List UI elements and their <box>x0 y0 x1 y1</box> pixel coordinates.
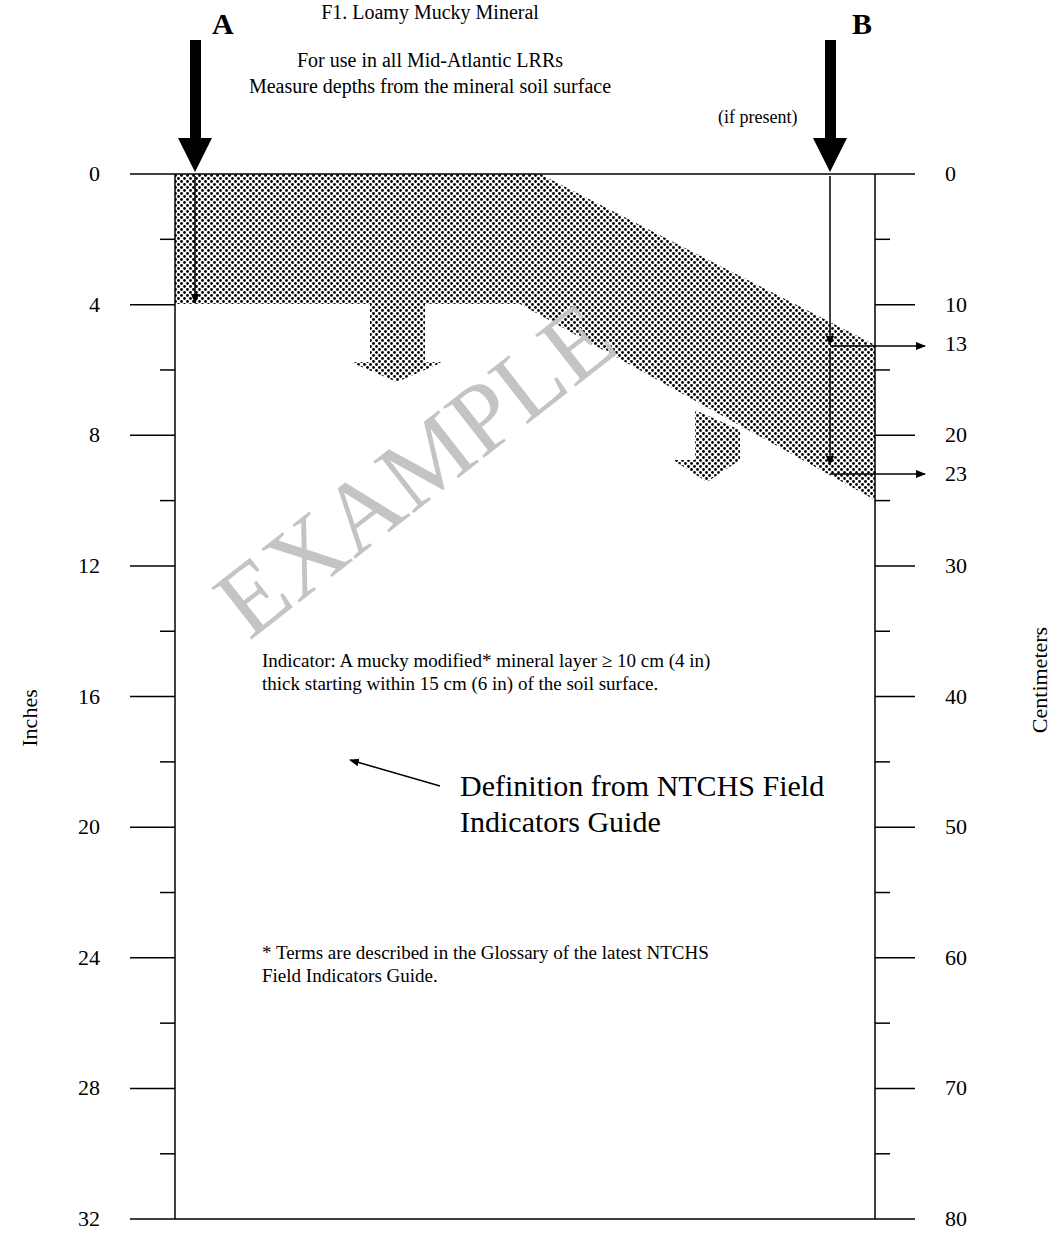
axis-value: 70 <box>945 1075 967 1101</box>
block-arrow <box>350 304 443 382</box>
axis-value: 60 <box>945 945 967 971</box>
axis-value: 32 <box>40 1206 100 1232</box>
axis-tick <box>875 761 890 763</box>
axis-tick <box>875 565 915 567</box>
axis-value: 30 <box>945 553 967 579</box>
axis-title: Inches <box>17 689 43 746</box>
axis-tick <box>875 435 915 437</box>
axis-tick <box>875 892 890 894</box>
axis-value: 8 <box>40 422 100 448</box>
axis-tick <box>130 435 175 437</box>
axis-value: 24 <box>40 945 100 971</box>
axis-tick <box>875 630 890 632</box>
axis-value: 0 <box>945 161 956 187</box>
axis-value: 12 <box>40 553 100 579</box>
axis-tick <box>875 239 890 241</box>
axis-value: 4 <box>40 291 100 317</box>
axis-tick <box>130 826 175 828</box>
axis-tick <box>875 369 890 371</box>
axis-tick <box>160 369 175 371</box>
note: (if present) <box>718 107 797 129</box>
axis-value: 0 <box>40 161 100 187</box>
axis-value: 40 <box>945 683 967 709</box>
axis-value: 23 <box>945 461 967 487</box>
axis-value: 20 <box>945 422 967 448</box>
axis-tick <box>875 696 915 698</box>
axis-tick <box>875 826 915 828</box>
callout-note: Definition from NTCHS Field Indicators G… <box>460 768 850 840</box>
axis-tick <box>130 1088 175 1090</box>
axis-tick <box>130 565 175 567</box>
note: For use in all Mid-Atlantic LRRs <box>230 48 630 72</box>
footnote: * Terms are described in the Glossary of… <box>262 942 742 988</box>
axis-tick <box>130 304 175 306</box>
axis-tick <box>875 1153 890 1155</box>
block-arrow <box>673 410 740 482</box>
axis-tick <box>160 500 175 502</box>
axis-value: 16 <box>40 683 100 709</box>
axis-value: 80 <box>945 1206 967 1232</box>
axis-value: 20 <box>40 814 100 840</box>
axis-value: 50 <box>945 814 967 840</box>
note: Measure depths from the mineral soil sur… <box>230 74 630 98</box>
axis-tick <box>160 630 175 632</box>
axis-value: 28 <box>40 1075 100 1101</box>
axis-tick <box>875 1022 890 1024</box>
axis-value: 10 <box>945 291 967 317</box>
axis-tick <box>875 304 915 306</box>
arrow-label: A <box>212 6 234 42</box>
axis-tick <box>160 761 175 763</box>
axis-tick <box>130 957 175 959</box>
diagram-title: F1. Loamy Mucky Mineral <box>230 0 630 24</box>
axis-tick <box>160 239 175 241</box>
axis-tick <box>875 500 890 502</box>
axis-tick <box>160 1153 175 1155</box>
axis-tick <box>160 892 175 894</box>
indicator-text: Indicator: A mucky modified* mineral lay… <box>262 650 742 696</box>
axis-tick <box>875 957 915 959</box>
axis-value: 13 <box>945 331 967 357</box>
leader-line <box>350 760 440 786</box>
axis-tick <box>160 1022 175 1024</box>
axis-title: Centimeters <box>1027 627 1053 733</box>
axis-tick <box>130 696 175 698</box>
axis-tick <box>875 1088 915 1090</box>
arrow-label: B <box>852 6 872 42</box>
